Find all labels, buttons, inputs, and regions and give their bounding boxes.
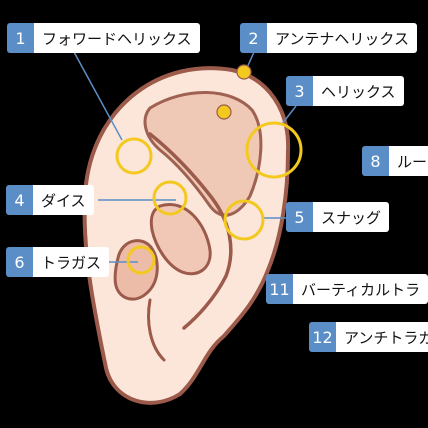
lobe-crease	[147, 298, 166, 362]
label-text: アンテナヘリックス	[267, 23, 417, 53]
label-text: アンチトラガ	[336, 322, 428, 352]
label-vertical-tragus: 11 バーティカルトラ	[266, 274, 428, 304]
label-number: 11	[266, 274, 293, 304]
label-tragus: 6 トラガス	[6, 247, 110, 277]
label-helix: 3 ヘリックス	[286, 76, 404, 106]
leader-line-1	[73, 51, 123, 141]
stud-antenna-helix	[236, 64, 252, 80]
label-text: フォワードヘリックス	[34, 23, 200, 53]
scapha-shadow	[143, 91, 263, 217]
leader-line-3	[281, 105, 297, 125]
label-snug: 5 スナッグ	[286, 202, 390, 232]
stud-helix	[216, 104, 232, 120]
ear-canal	[113, 239, 159, 301]
label-forward-helix: 1 フォワードヘリックス	[7, 23, 200, 53]
label-text: トラガス	[33, 247, 110, 277]
label-rook: 8 ルー	[362, 146, 428, 176]
label-text: バーティカルトラ	[293, 274, 428, 304]
piercing-rings	[115, 121, 303, 275]
label-anti-tragus: 12 アンチトラガ	[309, 322, 428, 352]
ring-helix	[245, 121, 303, 179]
ring-tragus	[126, 245, 156, 275]
concha-shadow	[149, 203, 212, 276]
label-text: ヘリックス	[313, 76, 404, 106]
label-text: ルー	[389, 146, 428, 176]
label-antenna-helix: 2 アンテナヘリックス	[240, 23, 417, 53]
label-text: スナッグ	[313, 202, 390, 232]
label-number: 8	[362, 146, 389, 176]
leader-lines	[73, 51, 297, 263]
label-number: 3	[286, 76, 313, 106]
label-number: 12	[309, 322, 336, 352]
label-text: ダイス	[33, 185, 94, 215]
ring-forward-helix	[115, 137, 153, 175]
label-number: 1	[7, 23, 34, 53]
label-number: 2	[240, 23, 267, 53]
ring-daith	[152, 180, 188, 216]
ring-snug	[223, 199, 265, 241]
label-daith: 4 ダイス	[6, 185, 94, 215]
label-number: 4	[6, 185, 33, 215]
label-number: 6	[6, 247, 33, 277]
label-number: 5	[286, 202, 313, 232]
